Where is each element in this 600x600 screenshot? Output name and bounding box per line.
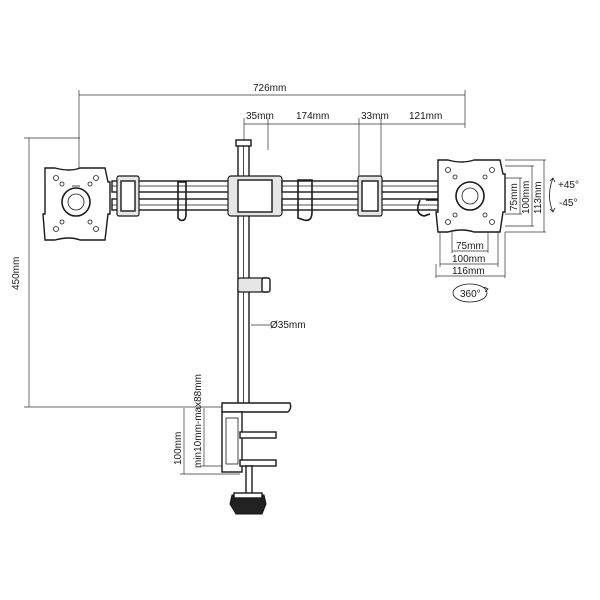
dim-clamp: 100mm min10mm-max88mm — [173, 374, 240, 475]
vesa-plate-right — [426, 159, 506, 233]
dim-vesa-widths: 75mm 100mm 116mm — [435, 232, 506, 278]
label-arm-segment: 174mm — [296, 111, 329, 122]
arm-right — [281, 175, 443, 222]
desk-clamp — [221, 402, 292, 515]
label-clamp-range: min10mm-max88mm — [193, 374, 204, 468]
label-plate-h: 113mm — [533, 181, 544, 214]
tilt-indicator: +45° -45° — [549, 177, 579, 213]
label-vesa-large-h: 100mm — [521, 181, 532, 214]
label-clamp-height: 100mm — [173, 432, 184, 465]
dim-total-width: 726mm — [78, 83, 466, 172]
label-tilt-up: +45° — [558, 180, 579, 191]
label-pole-diameter: Ø35mm — [270, 320, 306, 331]
label-vesa-large-w: 100mm — [452, 254, 485, 265]
label-total-width: 726mm — [253, 83, 286, 94]
label-plate-w: 116mm — [452, 266, 485, 277]
label-pole-offset: 35mm — [246, 111, 274, 122]
dim-vesa-heights: 75mm 100mm 113mm — [505, 159, 546, 233]
label-vesa-small-w: 75mm — [456, 241, 484, 252]
label-total-height: 450mm — [11, 257, 22, 290]
label-arm-end: 121mm — [409, 111, 442, 122]
dim-segments: 35mm 174mm 33mm 121mm — [243, 111, 465, 180]
rotation-indicator: 360° — [452, 283, 489, 303]
vesa-plate-left — [42, 167, 111, 241]
label-vesa-small-h: 75mm — [509, 183, 520, 211]
label-joint-width: 33mm — [361, 111, 389, 122]
dim-total-height: 450mm — [11, 137, 222, 408]
arm-left — [111, 175, 283, 222]
label-rotation: 360° — [460, 289, 481, 300]
label-tilt-down: -45° — [559, 198, 577, 209]
